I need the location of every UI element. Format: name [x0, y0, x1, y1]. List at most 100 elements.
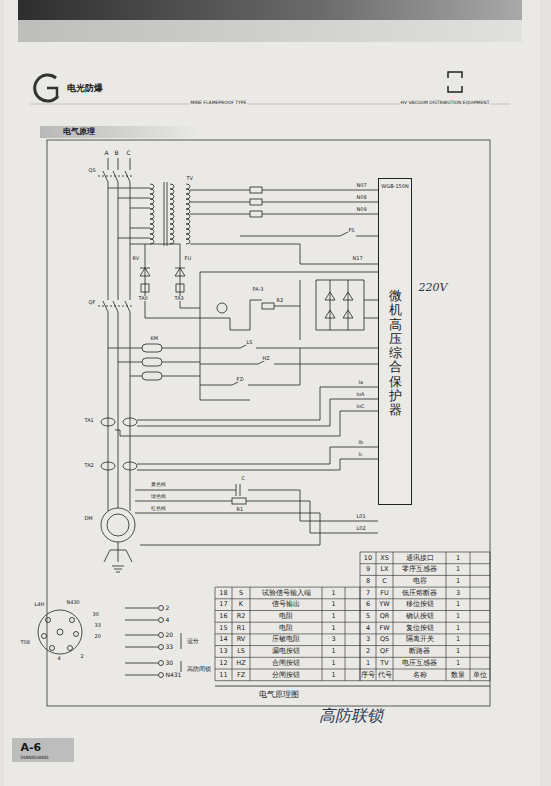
table-cell: C — [376, 575, 393, 587]
terminal-label: DIANGUANG — [20, 756, 49, 761]
terminal-label: QF — [88, 300, 96, 305]
table-cell: 8 — [360, 575, 376, 587]
table-rule — [490, 552, 491, 681]
terminal-label: 30 — [165, 660, 174, 666]
table-cell: 7 — [360, 587, 376, 599]
coil-winding — [150, 184, 154, 204]
table-cell: 12 — [215, 657, 232, 669]
table-rule — [250, 587, 251, 681]
section-title: 电气原理 — [62, 128, 95, 136]
terminal-label: N07 — [356, 183, 367, 188]
diagram-caption: 电气原理图 — [258, 691, 299, 699]
table-grid — [215, 552, 490, 681]
terminal-label: 33 — [94, 623, 101, 628]
table-cell: 1 — [446, 657, 470, 669]
table-cell: 15 — [215, 622, 232, 634]
terminal-label: 20 — [165, 632, 174, 638]
table-cell: XS — [376, 552, 393, 564]
table-cell: 4 — [360, 622, 376, 634]
terminal-label: Ic — [358, 452, 363, 457]
table-cell: 复位按钮 — [393, 622, 446, 634]
terminal-label: TA0 — [138, 296, 148, 301]
table-rule — [446, 552, 447, 681]
table-cell: 通讯接口 — [393, 552, 446, 564]
table-cell: 移位按钮 — [393, 599, 446, 611]
table-cell: 隔离开关 — [393, 634, 446, 646]
terminal-label: IoC — [356, 404, 365, 409]
table-cell: RV — [232, 634, 250, 646]
terminal-label: R1 — [236, 507, 244, 512]
table-cell: 1 — [360, 657, 376, 669]
table-cell: 3 — [322, 634, 345, 646]
device-name: 微机高压综合保护器 — [389, 289, 402, 418]
terminal-label: 2 — [80, 654, 84, 659]
terminal-label: L4H — [34, 602, 45, 607]
table-cell: 单位 — [470, 669, 490, 681]
terminal-label: 4 — [165, 617, 170, 623]
terminal-label: 20 — [94, 634, 101, 639]
table-rule — [215, 680, 490, 681]
coil-winding — [170, 204, 174, 224]
terminal-label: N08 — [356, 195, 367, 200]
corner-mark — [448, 72, 462, 92]
terminal-label: FZ — [236, 377, 243, 382]
heading-text: 电光防爆 — [66, 84, 103, 93]
table-cell: 3 — [446, 587, 470, 599]
coil-winding — [150, 224, 154, 244]
terminal-label: QS — [88, 168, 96, 173]
heading-text: A-6 — [20, 742, 42, 753]
table-cell: 2 — [360, 646, 376, 658]
coil-winding — [186, 204, 190, 224]
terminal-label: C — [241, 476, 246, 481]
table-cell: 电阻 — [250, 611, 322, 623]
model-number: WGB-150N — [381, 183, 408, 189]
table-rule — [376, 552, 377, 681]
table-cell: 电容 — [393, 575, 446, 587]
table-rule — [360, 563, 490, 564]
coil-winding — [170, 224, 174, 244]
table-cell: 1 — [446, 575, 470, 587]
terminal-label: FU — [184, 256, 192, 261]
terminal-label: IoA — [356, 392, 365, 397]
terminal-label: 2 — [165, 605, 170, 611]
terminal-label: N09 — [356, 207, 367, 212]
table-rule — [345, 587, 346, 681]
table-cell: 5 — [360, 611, 376, 623]
table-cell: 17 — [215, 599, 232, 611]
table-cell: 18 — [215, 587, 232, 599]
table-cell: 漏电按钮 — [250, 646, 322, 658]
table-cell: 1 — [322, 599, 345, 611]
table-rule — [232, 587, 233, 681]
table-rule — [360, 575, 490, 576]
table-cell: R1 — [232, 622, 250, 634]
terminal-label: N431 — [165, 672, 182, 678]
table-cell: 名称 — [393, 669, 446, 681]
handwritten-note: 220V — [418, 282, 448, 293]
table-cell: LS — [232, 646, 250, 658]
table-cell: 数量 — [446, 669, 470, 681]
table-rule — [215, 587, 216, 681]
terminal-label: 33 — [165, 644, 174, 650]
transformer-coils — [150, 182, 190, 246]
table-cell: LX — [376, 564, 393, 576]
terminal-label: B — [114, 150, 119, 156]
table-cell: 试验信号输入端 — [250, 587, 322, 599]
terminal-label: Ib — [358, 440, 364, 445]
table-rule — [470, 552, 471, 681]
terminal-label: C — [126, 150, 131, 156]
terminal-label: N17 — [352, 256, 363, 261]
terminal-label: T08 — [20, 640, 30, 645]
table-cell: 代号 — [376, 669, 393, 681]
table-cell: 9 — [360, 564, 376, 576]
table-cell: QR — [376, 611, 393, 623]
table-cell: 1 — [446, 599, 470, 611]
table-cell: 13 — [215, 646, 232, 658]
table-cell: 压敏电阻 — [250, 634, 322, 646]
table-cell: TV — [376, 657, 393, 669]
table-cell: 1 — [446, 552, 470, 564]
table-cell: 电压互感器 — [393, 657, 446, 669]
terminal-label: 绿色线 — [150, 494, 166, 499]
terminal-label: KM — [150, 336, 159, 341]
table-cell: 1 — [446, 622, 470, 634]
